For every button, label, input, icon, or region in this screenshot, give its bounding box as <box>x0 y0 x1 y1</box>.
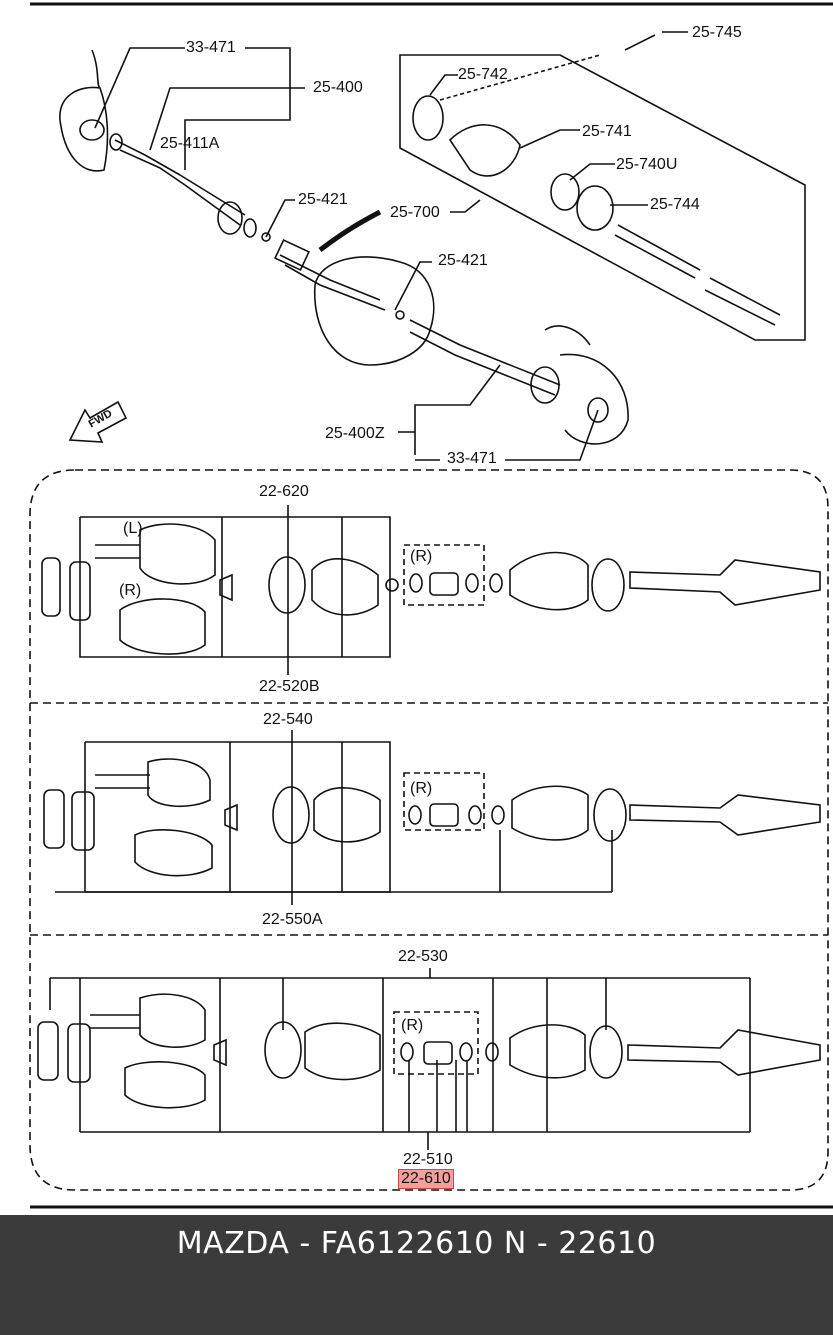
label-22-510: 22-510 <box>403 1151 453 1168</box>
label-33-471-top: 33-471 <box>186 39 236 56</box>
label-22-550a: 22-550A <box>262 911 323 928</box>
label-22-520b: 22-520B <box>259 678 320 695</box>
label-25-745: 25-745 <box>692 24 742 41</box>
label-22-620: 22-620 <box>259 483 309 500</box>
label-right-1: (R) <box>410 548 433 565</box>
label-25-700: 25-700 <box>390 204 440 221</box>
label-25-742: 25-742 <box>458 66 508 83</box>
label-25-400z: 25-400Z <box>325 425 385 442</box>
label-25-741: 25-741 <box>582 123 632 140</box>
diagram-drawing <box>29 2 833 1209</box>
label-25-744: 25-744 <box>650 196 700 213</box>
label-25-421-a: 25-421 <box>298 191 348 208</box>
label-right-2: (R) <box>410 780 433 797</box>
label-right-3: (R) <box>401 1017 424 1034</box>
label-33-471-bottom: 33-471 <box>447 450 497 467</box>
label-22-540: 22-540 <box>263 711 313 728</box>
parts-diagram: 33-471 25-400 25-411A 25-421 25-421 25-7… <box>29 2 833 1209</box>
label-22-610-highlighted[interactable]: 22-610 <box>398 1169 454 1189</box>
label-left: (L) <box>123 520 143 537</box>
label-25-740u: 25-740U <box>616 156 678 173</box>
label-25-411a: 25-411A <box>160 135 220 152</box>
label-25-421-b: 25-421 <box>438 252 488 269</box>
label-right-joint-1: (R) <box>119 582 142 599</box>
label-22-530: 22-530 <box>398 948 448 965</box>
label-25-400: 25-400 <box>313 79 363 96</box>
footer-title: MAZDA - FA6122610 N - 22610 <box>176 1226 657 1261</box>
footer-bar <box>0 1215 833 1335</box>
